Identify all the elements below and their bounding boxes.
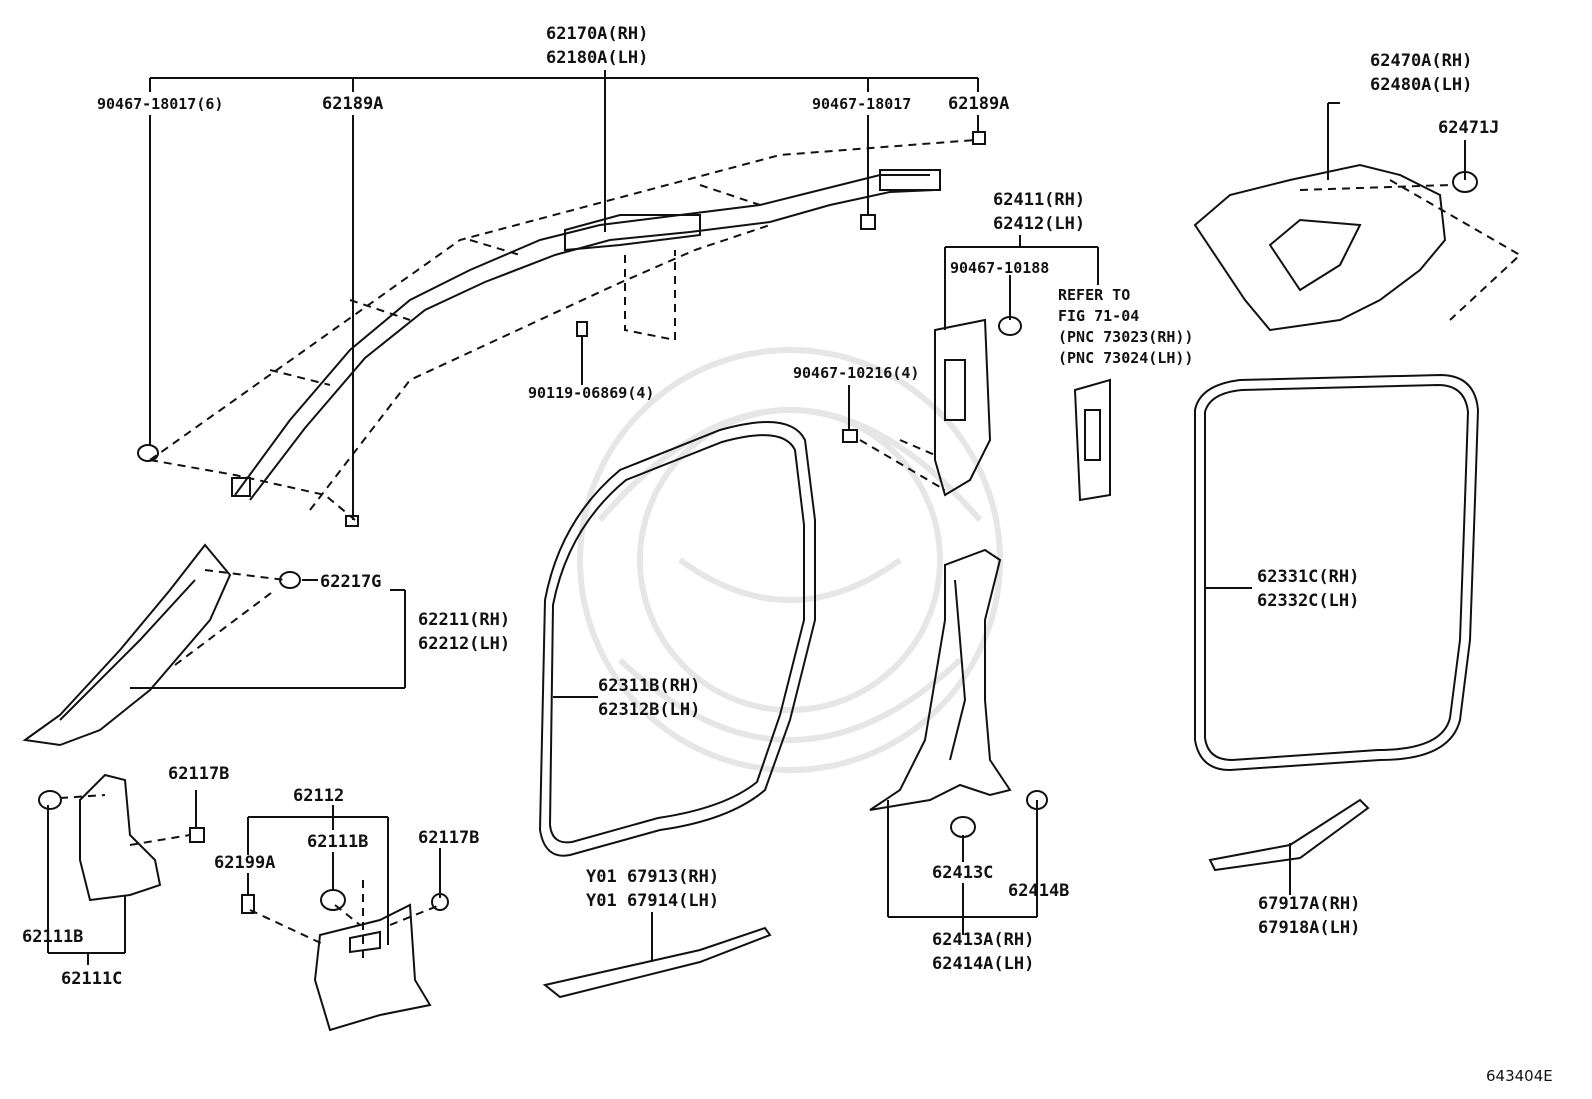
clip-90467-18017 bbox=[860, 214, 876, 230]
refer-note-line-4: (PNC 73024(LH)) bbox=[1058, 349, 1194, 367]
cowl-side-trim bbox=[79, 773, 162, 902]
part-label-62112: 62112 bbox=[293, 786, 345, 806]
refer-note-line-3: (PNC 73023(RH)) bbox=[1058, 328, 1194, 346]
part-label-62212: 62212(LH) bbox=[418, 634, 511, 654]
part-label-y01-67913: Y01 67913(RH) bbox=[586, 867, 720, 887]
clip-62111b-left bbox=[38, 790, 62, 810]
leader-62413a bbox=[887, 800, 1038, 935]
refer-note-line-2: FIG 71-04 bbox=[1058, 307, 1140, 325]
center-pillar-lower-garnish bbox=[869, 548, 1012, 811]
leader-62170a bbox=[149, 70, 979, 232]
part-label-62332c: 62332C(LH) bbox=[1257, 591, 1360, 611]
part-label-62170a: 62170A(RH) bbox=[546, 24, 649, 44]
quarter-window-garnish bbox=[1193, 163, 1478, 332]
leader-62411 bbox=[944, 235, 1099, 330]
part-label-62311b: 62311B(RH) bbox=[598, 676, 701, 696]
clip-62199a bbox=[241, 894, 255, 914]
front-door-opening-trim bbox=[538, 421, 816, 857]
part-label-62111c: 62111C bbox=[61, 969, 123, 989]
watermark-emblem bbox=[577, 347, 1003, 773]
pillar-dashed bbox=[859, 439, 946, 491]
curtain-airbag-assembly bbox=[231, 169, 941, 501]
part-label-62471j: 62471J bbox=[1438, 118, 1500, 138]
part-label-90467-18017-6: 90467-18017(6) bbox=[97, 95, 224, 113]
part-label-90119-06869: 90119-06869(4) bbox=[528, 384, 655, 402]
part-label-y01-67914: Y01 67914(LH) bbox=[586, 891, 720, 911]
airbag-dashed-outline bbox=[149, 139, 976, 521]
clip-90467-18017-6 bbox=[137, 444, 159, 462]
part-label-62411: 62411(RH) bbox=[993, 190, 1086, 210]
clip-62217g bbox=[279, 571, 301, 589]
leader-62112 bbox=[247, 805, 441, 945]
part-label-62199a: 62199A bbox=[214, 853, 276, 873]
refer-note-line-1: REFER TO bbox=[1058, 286, 1131, 304]
front-door-scuff-plate bbox=[542, 926, 772, 999]
part-label-62413a: 62413A(RH) bbox=[932, 930, 1035, 950]
part-label-90467-10188: 90467-10188 bbox=[950, 259, 1050, 277]
clip-62111b-mid bbox=[320, 889, 346, 911]
part-label-62189a-right: 62189A bbox=[948, 94, 1010, 114]
part-label-67918a: 67918A(LH) bbox=[1258, 918, 1361, 938]
clip-62189a-left bbox=[345, 515, 359, 527]
clip-62117b-right bbox=[431, 893, 449, 911]
quarter-garnish-dashed bbox=[1299, 179, 1522, 321]
part-label-62312b: 62312B(LH) bbox=[598, 700, 701, 720]
clip-62117b-left bbox=[189, 827, 205, 843]
part-label-62111b-mid: 62111B bbox=[307, 832, 369, 852]
part-label-62111b-left: 62111B bbox=[22, 927, 84, 947]
diagram-id: 643404E bbox=[1486, 1067, 1553, 1085]
bolt-90119-06869 bbox=[576, 321, 588, 337]
part-label-62189a-left: 62189A bbox=[322, 94, 384, 114]
pillar-garnish-dashed bbox=[174, 569, 286, 666]
part-label-62180a: 62180A(LH) bbox=[546, 48, 649, 68]
part-label-62217g: 62217G bbox=[320, 572, 382, 592]
part-label-67917a: 67917A(RH) bbox=[1258, 894, 1361, 914]
part-label-62470a: 62470A(RH) bbox=[1370, 51, 1473, 71]
part-label-62117b-right: 62117B bbox=[418, 828, 480, 848]
part-label-90467-10216: 90467-10216(4) bbox=[793, 364, 920, 382]
seat-belt-cover bbox=[1073, 378, 1111, 502]
part-label-62414a: 62414A(LH) bbox=[932, 954, 1035, 974]
rear-door-opening-trim bbox=[1194, 373, 1480, 772]
front-pillar-garnish bbox=[22, 543, 232, 747]
part-label-62117b-left: 62117B bbox=[168, 764, 230, 784]
part-label-62331c: 62331C(RH) bbox=[1257, 567, 1360, 587]
clip-62414b bbox=[1026, 790, 1048, 810]
leader-62111c bbox=[47, 790, 197, 965]
cowl-dashed bbox=[59, 794, 191, 846]
part-label-90467-18017: 90467-18017 bbox=[812, 95, 912, 113]
center-pillar-upper-garnish bbox=[934, 316, 1022, 497]
part-label-62412: 62412(LH) bbox=[993, 214, 1086, 234]
clip-90467-10216 bbox=[842, 429, 858, 443]
clip-62189a-right bbox=[972, 131, 986, 145]
clip-62413c bbox=[950, 816, 976, 838]
leader-62211 bbox=[130, 579, 406, 689]
part-label-62414b: 62414B bbox=[1008, 881, 1070, 901]
part-label-62211: 62211(RH) bbox=[418, 610, 511, 630]
part-label-62480a: 62480A(LH) bbox=[1370, 75, 1473, 95]
front-door-kick-panel bbox=[313, 903, 432, 1032]
part-label-62413c: 62413C bbox=[932, 863, 994, 883]
